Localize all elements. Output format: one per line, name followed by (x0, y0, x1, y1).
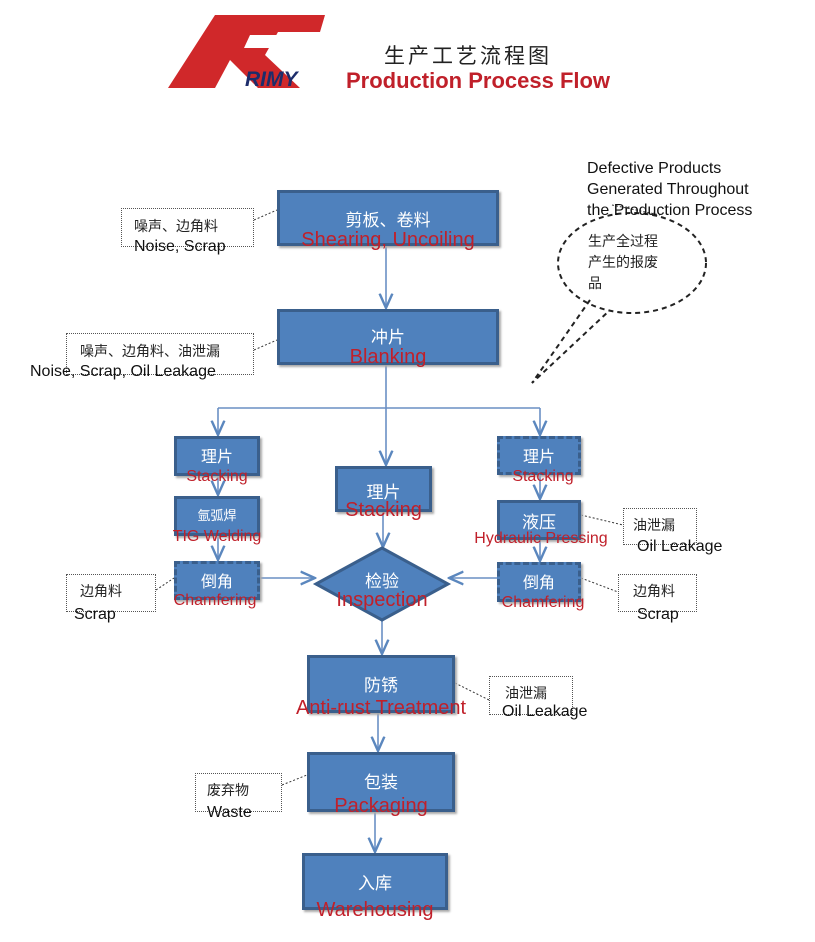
step-stacking-right (497, 436, 581, 475)
step-label-en: Chamfering (173, 592, 257, 609)
note-en: Scrap (74, 606, 116, 623)
note-en: Oil Leakage (637, 538, 723, 555)
defects-line: Defective Products (587, 160, 722, 177)
step-label-en: Shearing, Uncoiling (301, 229, 475, 251)
inspection-diamond (312, 546, 452, 622)
step-packaging (307, 752, 455, 812)
note-en: Noise, Scrap (134, 238, 226, 255)
step-label-en: Stacking (512, 468, 574, 485)
step-label-cn: 理片 (200, 447, 233, 466)
step-label-en: Inspection (336, 589, 428, 611)
step-hydraulic-pressing (497, 500, 581, 540)
note-shearing (121, 208, 254, 247)
cloud-line: 品 (588, 276, 602, 292)
step-label-cn: 入库 (358, 874, 392, 894)
step-label-cn: 检验 (365, 572, 399, 592)
step-anti-rust (307, 655, 455, 713)
step-chamfering-left (174, 561, 260, 600)
note-cn: 噪声、边角料 (134, 219, 218, 235)
note-cn: 油泄漏 (633, 518, 675, 534)
note-antirust (489, 676, 573, 715)
note-blanking (66, 333, 254, 375)
cloud-text: 生产全过程 产生的报废 品 (588, 232, 658, 295)
note-cn: 废弃物 (207, 783, 249, 799)
note-chamfer-right (618, 574, 697, 612)
step-label-en: Anti-rust Treatment (295, 697, 467, 719)
defect-cloud (531, 212, 707, 384)
note-cn: 油泄漏 (505, 686, 547, 702)
step-label-cn: 理片 (366, 483, 401, 503)
step-label-en: Warehousing (316, 899, 434, 921)
title-cn: 生产工艺流程图 (384, 44, 552, 68)
step-label-en: Stacking (186, 468, 248, 485)
defects-line: Generated Throughout (587, 181, 749, 198)
note-en: Waste (207, 804, 252, 821)
step-stacking-center (335, 466, 432, 512)
step-label-cn: 倒角 (200, 572, 233, 591)
defects-title: Defective Products Generated Throughout … (587, 158, 752, 221)
note-chamfer-left (66, 574, 156, 612)
note-packaging (195, 773, 282, 812)
step-label-cn: 理片 (522, 447, 555, 466)
cloud-line: 生产全过程 (588, 234, 658, 250)
note-cn: 噪声、边角料、油泄漏 (80, 344, 220, 360)
note-hydraulic (623, 508, 697, 545)
note-en: Noise, Scrap, Oil Leakage (30, 363, 216, 380)
logo-text: RIMY (245, 68, 298, 91)
step-shearing (277, 190, 499, 246)
defects-line: the Production Process (587, 202, 753, 219)
step-label-en: Hydraulic Pressing (474, 530, 608, 547)
step-warehousing (302, 853, 448, 910)
step-label-cn: 剪板、卷料 (345, 211, 431, 231)
step-label-cn: 包装 (364, 773, 398, 793)
note-cn: 边角料 (80, 584, 122, 600)
step-blanking (277, 309, 499, 365)
step-label-en: Chamfering (501, 594, 585, 611)
step-chamfering-right (497, 562, 581, 602)
step-label-en: Blanking (349, 346, 427, 368)
step-label-cn: 氩弧焊 (197, 509, 237, 524)
step-label-cn: 倒角 (522, 573, 555, 592)
logo-mark (168, 15, 325, 88)
cloud-line: 产生的报废 (588, 255, 658, 271)
step-label-en: Packaging (334, 795, 428, 817)
step-label-cn: 防锈 (364, 676, 398, 696)
note-cn: 边角料 (633, 584, 675, 600)
step-tig-welding (174, 496, 260, 536)
note-en: Oil Leakage (502, 703, 588, 720)
step-label-cn: 冲片 (371, 328, 405, 348)
step-stacking-left (174, 436, 260, 476)
step-label-en: TIG Welding (172, 528, 262, 545)
note-en: Scrap (637, 606, 679, 623)
title-en: Production Process Flow (346, 68, 611, 93)
step-label-en: Stacking (345, 499, 422, 521)
step-label-cn: 液压 (522, 513, 556, 533)
